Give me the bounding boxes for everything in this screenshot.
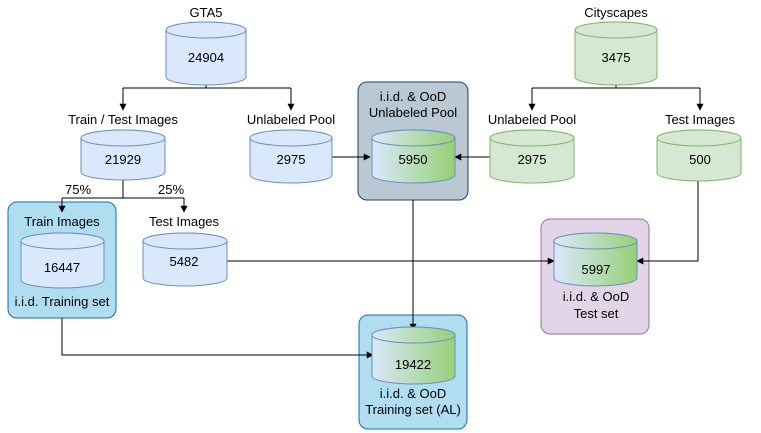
edge-train-images-to-training-set: [61, 318, 374, 359]
train-test-cylinder: [80, 129, 166, 181]
city-unlabeled-label: Unlabeled Pool: [488, 112, 576, 127]
test-set-count: 5997: [582, 262, 611, 277]
train-test-label: Train / Test Images: [68, 112, 178, 127]
cityscapes-label: Cityscapes: [584, 5, 648, 20]
pool-title-line2: Unlabeled Pool: [369, 105, 457, 120]
test-set-label-line1: i.i.d. & OoD: [563, 289, 629, 304]
iid-training-set-label: i.i.d. Training set: [15, 294, 110, 309]
test-set-cylinder: [553, 232, 638, 287]
cylinders: [20, 21, 742, 385]
city-test-count: 500: [689, 152, 711, 167]
gta-test-count: 5482: [170, 254, 199, 269]
edge-city-test-to-test-set: [636, 181, 699, 265]
train-images-label: Train Images: [24, 214, 100, 229]
pool-cylinder: [371, 129, 456, 184]
edges: [58, 85, 704, 359]
gta-unlabeled-cylinder: [249, 129, 333, 184]
pool-title-line1: i.i.d. & OoD: [380, 89, 446, 104]
gta5-cylinder: [165, 21, 247, 86]
train-images-cylinder: [20, 232, 105, 289]
gta-unlabeled-label: Unlabeled Pool: [247, 112, 335, 127]
gta-test-label: Test Images: [149, 214, 220, 229]
training-set-cylinder: [371, 326, 456, 385]
test-set-label-line2: Test set: [574, 306, 619, 321]
train-split-percent: 75%: [65, 182, 91, 197]
gta5-label: GTA5: [190, 5, 223, 20]
labels: GTA5 24904 Cityscapes 3475 Train / Test …: [15, 5, 736, 417]
training-set-count: 19422: [395, 357, 431, 372]
pool-count: 5950: [399, 152, 428, 167]
city-test-cylinder: [656, 129, 742, 182]
gta-unlabeled-count: 2975: [277, 152, 306, 167]
cityscapes-cylinder: [574, 21, 658, 86]
test-split-percent: 25%: [158, 182, 184, 197]
gta5-count: 24904: [188, 50, 224, 65]
city-unlabeled-count: 2975: [518, 152, 547, 167]
city-unlabeled-cylinder: [489, 129, 575, 184]
train-test-count: 21929: [105, 152, 141, 167]
gta-test-cylinder: [142, 232, 228, 287]
training-set-label-line2: Training set (AL): [365, 402, 461, 417]
edge-train-test-split: [62, 180, 184, 199]
train-images-count: 16447: [44, 260, 80, 275]
cityscapes-count: 3475: [602, 50, 631, 65]
city-test-label: Test Images: [665, 112, 736, 127]
training-set-label-line1: i.i.d. & OoD: [380, 386, 446, 401]
